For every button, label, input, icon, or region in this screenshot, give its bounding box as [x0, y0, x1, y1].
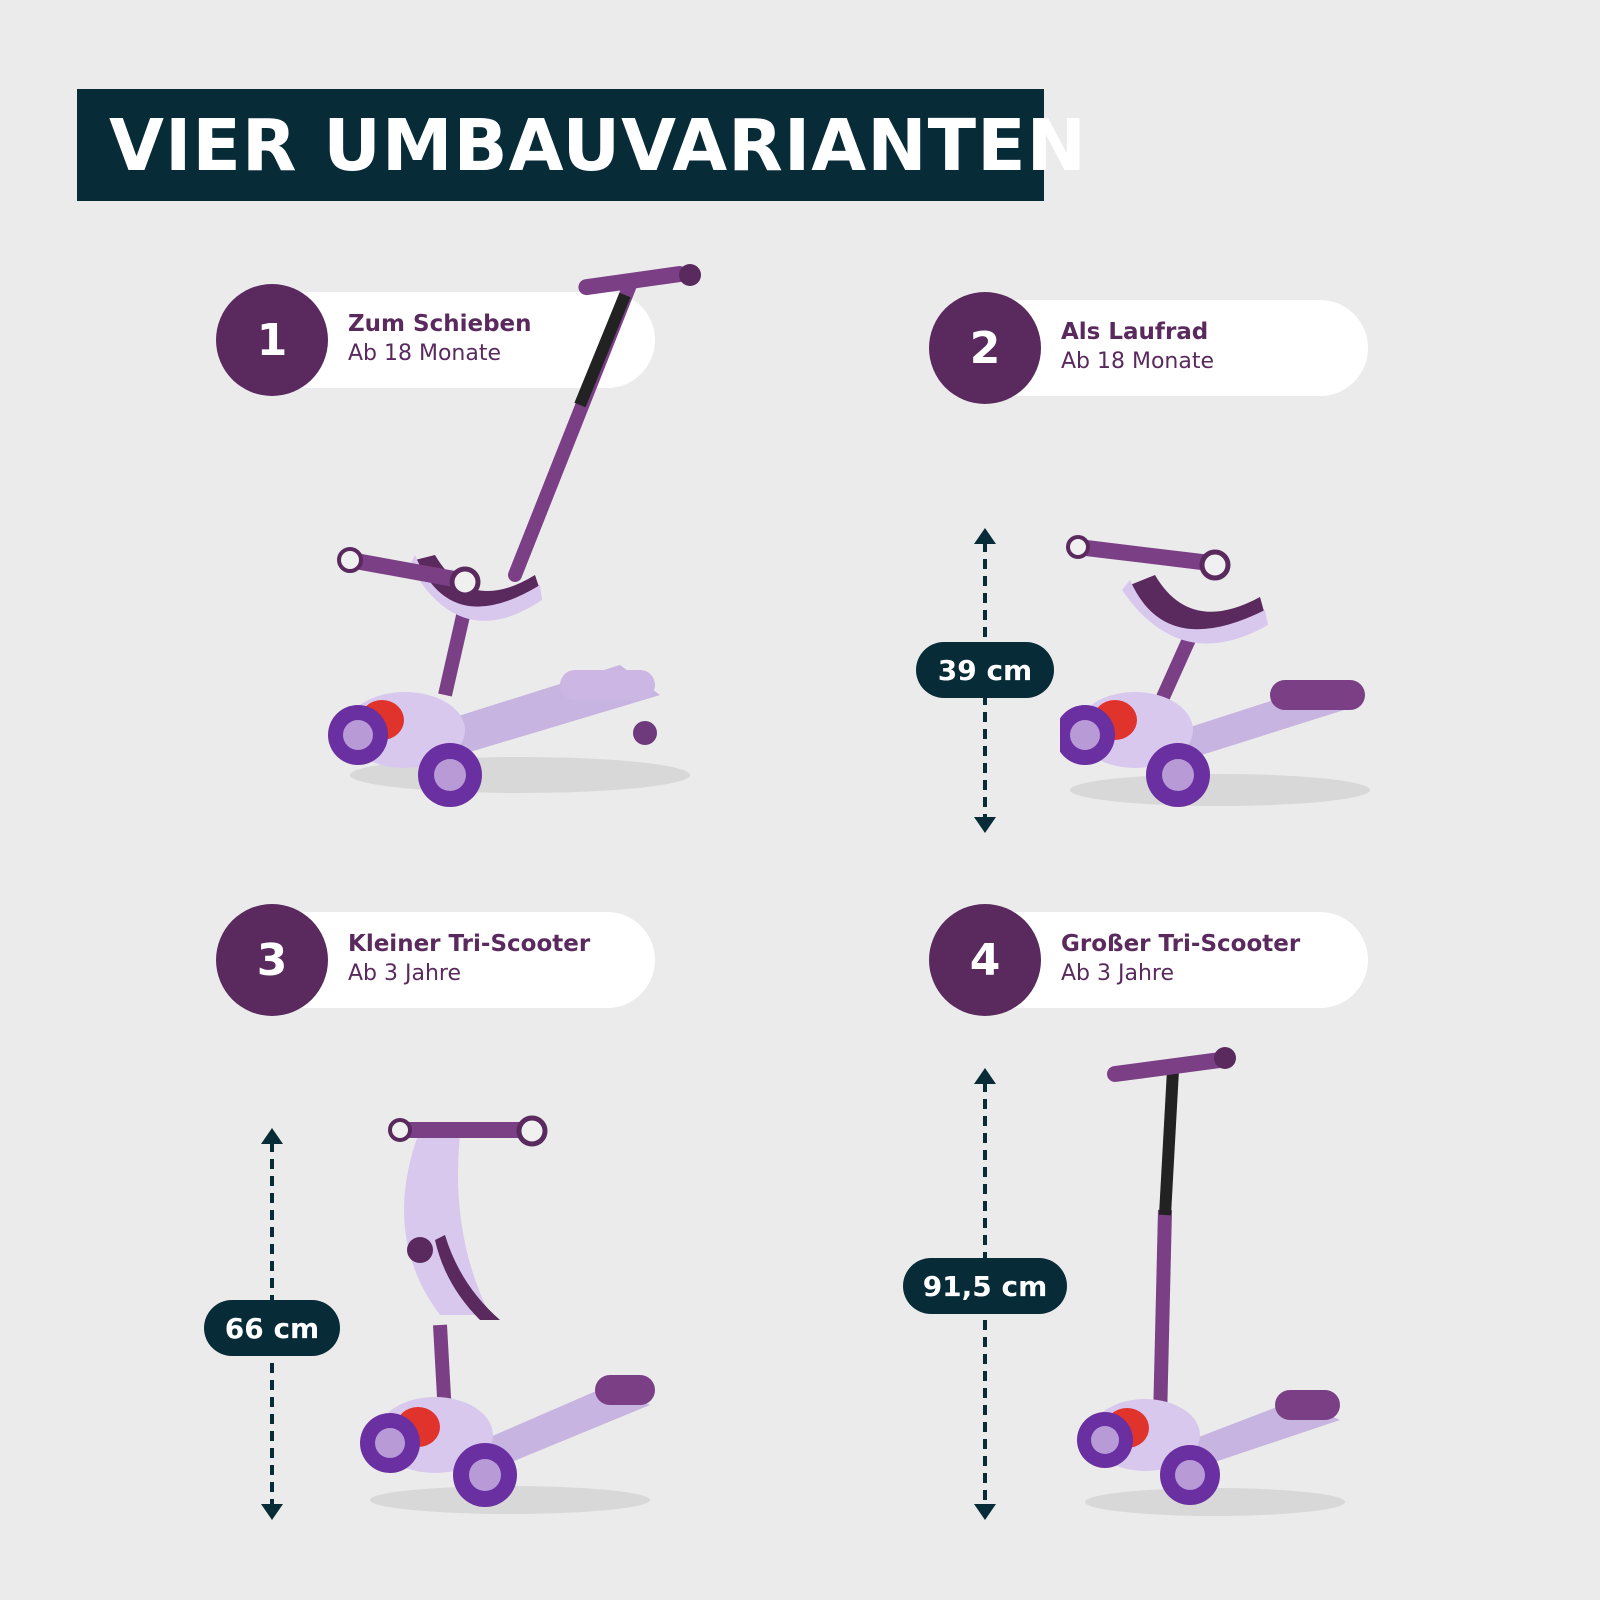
variant-3-title: Kleiner Tri-Scooter	[348, 931, 591, 957]
dimension-badge-v2: 39 cm	[916, 642, 1054, 698]
variant-4-title: Großer Tri-Scooter	[1061, 931, 1301, 957]
variant-3-number: 3	[216, 904, 328, 1016]
dimension-66cm	[242, 1128, 302, 1520]
scooter-balance-bike-image	[1060, 535, 1370, 807]
variant-2-number: 2	[929, 292, 1041, 404]
variant-1-subtitle: Ab 18 Monate	[348, 341, 502, 366]
variant-4-subtitle: Ab 3 Jahre	[1061, 961, 1175, 986]
scooter-push-mode-image	[328, 264, 701, 807]
variant-1-title: Zum Schieben	[348, 311, 532, 337]
variant-3-subtitle: Ab 3 Jahre	[348, 961, 462, 986]
variant-2-subtitle: Ab 18 Monate	[1061, 349, 1215, 374]
variant-4-number: 4	[929, 904, 1041, 1016]
dimension-badge-v4: 91,5 cm	[903, 1258, 1067, 1314]
title-banner: VIER UMBAUVARIANTEN	[77, 89, 1086, 201]
page-title: VIER UMBAUVARIANTEN	[109, 103, 1087, 187]
dimension-arrow-icon	[261, 1128, 283, 1520]
scooter-big-tri-image	[1077, 1047, 1345, 1516]
variant-2-title: Als Laufrad	[1061, 319, 1209, 345]
scooter-small-tri-image	[360, 1115, 655, 1514]
variant-1-number: 1	[216, 284, 328, 396]
dimension-badge-v3: 66 cm	[204, 1300, 340, 1356]
